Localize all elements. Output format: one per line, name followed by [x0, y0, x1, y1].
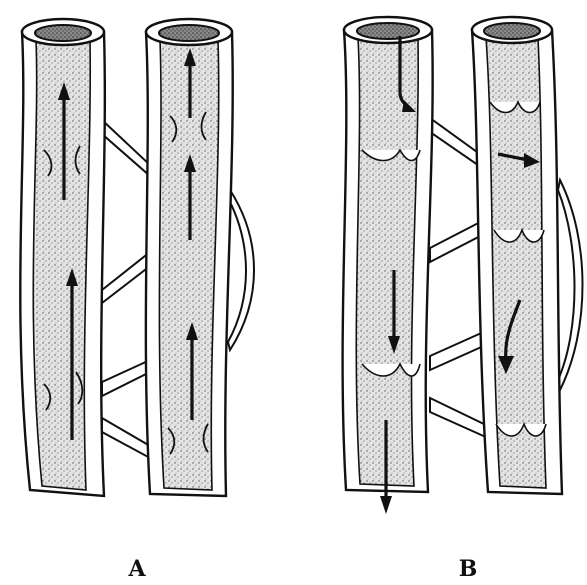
panel-a-drawing: [20, 19, 254, 496]
panel-label-a: A: [128, 558, 145, 580]
perforator-a4: [102, 418, 150, 458]
perforator-b4: [430, 398, 488, 438]
vein-opening-a-left: [35, 25, 91, 41]
perforator-a3: [102, 360, 150, 396]
perforator-b5: [558, 180, 583, 390]
perforator-a1: [102, 120, 150, 176]
panel-label-b: B: [459, 558, 478, 580]
perforator-b3: [430, 330, 488, 370]
vein-a-right: [146, 19, 233, 496]
vein-opening-b-right: [484, 23, 540, 39]
panel-b-drawing: [343, 17, 583, 514]
perforator-a2: [102, 252, 150, 303]
vein-b-left: [343, 17, 433, 514]
vein-opening-a-right: [159, 25, 219, 41]
perforator-a5: [228, 190, 254, 350]
vein-a-left: [20, 19, 105, 496]
vein-opening-b-left: [357, 23, 419, 39]
vein-b-right: [472, 17, 562, 494]
